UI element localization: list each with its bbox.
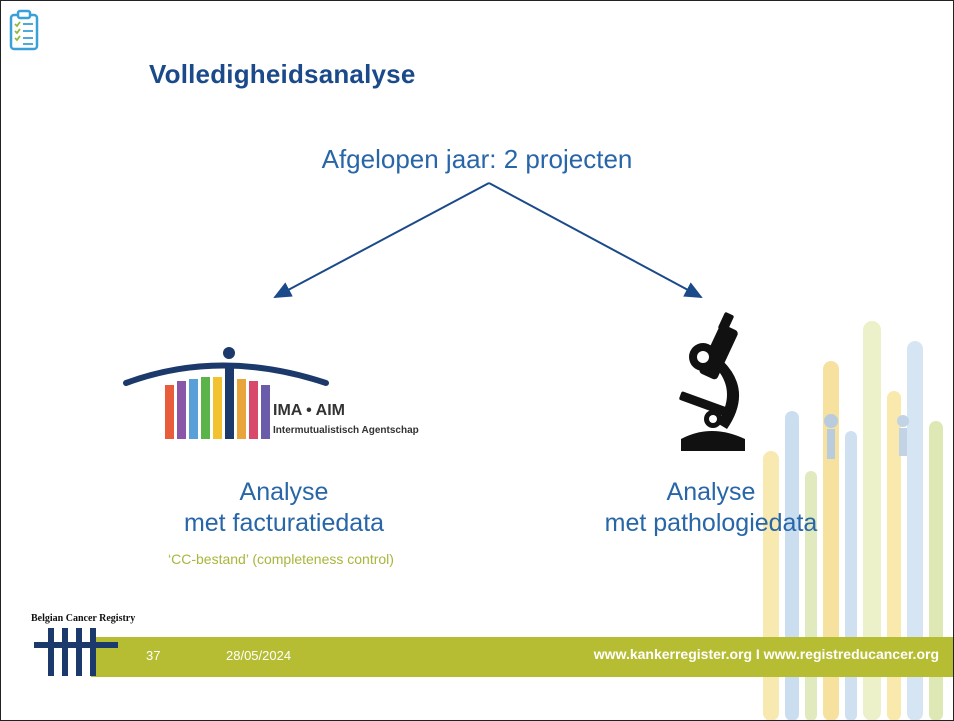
bcr-logo-icon (34, 628, 118, 676)
right-analysis-line1: Analyse (666, 478, 756, 506)
left-analysis-line2: met facturatiedata (183, 509, 385, 537)
slide-date: 28/05/2024 (226, 648, 292, 663)
ima-logo-main-text: IMA • AIM (273, 402, 345, 419)
left-analysis-block: Analyse met facturatiedata (129, 477, 439, 539)
footer-urls[interactable]: www.kankerregister.org I www.registreduc… (593, 646, 939, 662)
slide-number: 37 (146, 648, 161, 663)
page-title: Volledigheidsanalyse (149, 59, 416, 89)
ima-aim-logo: IMA • AIM Intermutualistisch Agentschap (123, 347, 419, 439)
left-analysis-line1: Analyse (239, 478, 329, 506)
footer-bar (91, 637, 953, 677)
right-analysis-block: Analyse met pathologiedata (556, 477, 866, 539)
cc-bestand-note: ‘CC-bestand’ (completeness control) (168, 551, 394, 567)
belgian-cancer-registry-label: Belgian Cancer Registry (31, 613, 136, 624)
microscope-icon (679, 312, 745, 451)
arrow-left (273, 182, 490, 298)
clipboard-checklist-icon (9, 9, 39, 51)
subtitle: Afgelopen jaar: 2 projecten (321, 144, 633, 174)
arrow-right (488, 182, 703, 298)
ima-logo-sub-text: Intermutualistisch Agentschap (273, 425, 419, 436)
right-analysis-line2: met pathologiedata (604, 509, 818, 537)
